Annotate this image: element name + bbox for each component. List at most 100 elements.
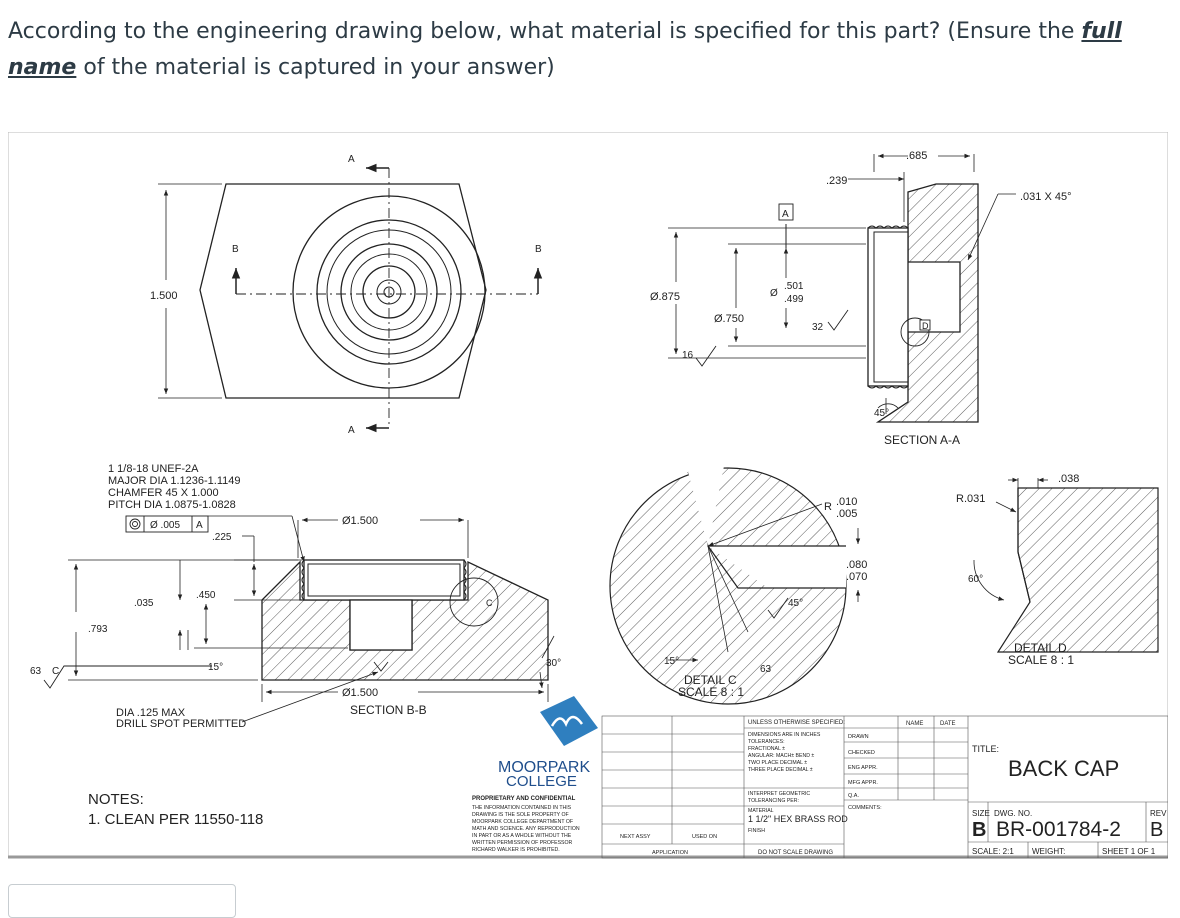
svg-text:1 1/8-18 UNEF-2A: 1 1/8-18 UNEF-2A xyxy=(108,463,199,475)
svg-text:TOLERANCING PER:: TOLERANCING PER: xyxy=(748,798,799,804)
finish-32: 32 xyxy=(812,322,824,333)
name-header: NAME xyxy=(906,721,923,727)
dim-239: .239 xyxy=(826,175,847,187)
dia-875: Ø.875 xyxy=(650,291,680,303)
finish-63-bb: 63 xyxy=(30,666,42,677)
question-suffix: of the material is captured in your answ… xyxy=(76,55,555,80)
svg-text:WRITTEN PERMISSION OF PROFESSO: WRITTEN PERMISSION OF PROFESSOR xyxy=(472,840,573,846)
answer-input[interactable] xyxy=(8,884,236,918)
section-b-label-right: B xyxy=(535,244,542,255)
title-block-grid xyxy=(601,715,1168,859)
drill-note-1: DIA .125 MAX xyxy=(116,707,186,719)
dim-685: .685 xyxy=(906,150,927,162)
section-a-label-bottom: A xyxy=(348,425,355,436)
svg-text:CHAMFER 45 X 1.000: CHAMFER 45 X 1.000 xyxy=(108,487,219,499)
fcf-tolerance: Ø .005 xyxy=(150,520,180,531)
proprietary-text: THE INFORMATION CONTAINED IN THIS DRAWIN… xyxy=(472,805,580,853)
moorpark-logo: MOORPARK COLLEGE xyxy=(498,696,598,790)
section-bb-label: SECTION B-B xyxy=(350,703,427,717)
question-text: According to the engineering drawing bel… xyxy=(8,14,1168,86)
proprietary-title: PROPRIETARY AND CONFIDENTIAL xyxy=(472,796,576,802)
size-label: SIZE xyxy=(972,809,990,818)
detail-c-radius-r: R xyxy=(824,501,832,513)
logo-line-2: COLLEGE xyxy=(506,773,577,790)
thread-note: 1 1/8-18 UNEF-2A MAJOR DIA 1.1236-1.1149… xyxy=(108,463,240,511)
dim-225: .225 xyxy=(212,532,232,543)
section-bb-view xyxy=(43,515,555,723)
detail-c-scale: SCALE 8 : 1 xyxy=(678,685,744,699)
scale-value: SCALE: 2:1 xyxy=(972,847,1014,856)
detail-c-angle-15: 15° xyxy=(664,656,679,667)
used-on: USED ON xyxy=(692,834,717,840)
dia-501: .501 xyxy=(784,281,804,292)
svg-text:MATH AND SCIENCE. ANY REPRODUC: MATH AND SCIENCE. ANY REPRODUCTION xyxy=(472,826,580,832)
datum-a: A xyxy=(782,209,789,220)
detail-d-angle-60: 60° xyxy=(968,574,983,585)
section-a-label-top: A xyxy=(348,154,355,165)
notes-item-1: 1. CLEAN PER 11550-118 xyxy=(88,811,263,828)
dwg-value: BR-001784-2 xyxy=(996,818,1121,841)
detail-d-radius: R.031 xyxy=(956,493,985,505)
material-value: 1 1/2" HEX BRASS ROD xyxy=(748,814,848,824)
question-emphasis: full name xyxy=(8,19,1122,80)
svg-text:MAJOR DIA 1.1236-1.1149: MAJOR DIA 1.1236-1.1149 xyxy=(108,475,240,487)
section-aa-label: SECTION A-A xyxy=(884,433,960,447)
dim-035: .035 xyxy=(134,598,154,609)
material-label: MATERIAL xyxy=(748,808,774,814)
svg-text:PITCH DIA 1.0875-1.0828: PITCH DIA 1.0875-1.0828 xyxy=(108,499,236,511)
svg-text:CHECKED: CHECKED xyxy=(848,750,875,756)
finish-63-note: C xyxy=(52,666,59,677)
date-header: DATE xyxy=(940,721,956,727)
sheet-value: SHEET 1 OF 1 xyxy=(1102,847,1156,856)
detail-c-angle-45: 45° xyxy=(788,598,803,609)
title-label: TITLE: xyxy=(972,744,999,754)
svg-text:IN PART OR AS A WHOLE WITHOUT: IN PART OR AS A WHOLE WITHOUT THE xyxy=(472,833,572,839)
detail-c-callout: C xyxy=(486,598,493,608)
detail-d-label: DETAIL D xyxy=(1014,641,1067,655)
chamfer-note: .031 X 45° xyxy=(1020,191,1072,203)
top-view xyxy=(158,163,543,433)
svg-text:ANGULAR: MACH± BEND ±: ANGULAR: MACH± BEND ± xyxy=(748,753,814,759)
dia-symbol-501: Ø xyxy=(770,288,778,299)
svg-text:Q.A.: Q.A. xyxy=(848,793,859,799)
section-aa-view xyxy=(668,153,1016,423)
unless-specified: UNLESS OTHERWISE SPECIFIED: xyxy=(748,720,845,726)
svg-text:TOLERANCES:: TOLERANCES: xyxy=(748,739,785,745)
svg-text:FRACTIONAL ±: FRACTIONAL ± xyxy=(748,746,785,752)
detail-c-d2: .070 xyxy=(846,571,867,583)
section-b-label-left: B xyxy=(232,244,239,255)
svg-text:DIMENSIONS ARE IN INCHES: DIMENSIONS ARE IN INCHES xyxy=(748,732,821,738)
detail-d-dim-038: .038 xyxy=(1058,473,1079,485)
detail-c-view xyxy=(609,464,861,705)
fcf-datum: A xyxy=(196,520,203,531)
top-height-dim: 1.500 xyxy=(150,290,178,302)
size-value: B xyxy=(972,819,986,841)
application: APPLICATION xyxy=(652,850,688,856)
svg-text:THE INFORMATION CONTAINED IN T: THE INFORMATION CONTAINED IN THIS xyxy=(472,805,572,811)
drill-note-2: DRILL SPOT PERMITTED xyxy=(116,718,246,730)
finish-label: FINISH xyxy=(748,828,765,834)
angle-45-aa: 45° xyxy=(874,408,889,419)
dia-1500-top: Ø1.500 xyxy=(342,515,378,527)
detail-c-r2: .005 xyxy=(836,508,857,520)
next-assy: NEXT ASSY xyxy=(620,834,651,840)
detail-c-label: DETAIL C xyxy=(684,673,737,687)
angle-30-bb: 30° xyxy=(546,658,561,669)
dia-1500-bottom: Ø1.500 xyxy=(342,687,378,699)
svg-text:ENG APPR.: ENG APPR. xyxy=(848,765,878,771)
do-not-scale: DO NOT SCALE DRAWING xyxy=(758,850,833,856)
logo-line-1: MOORPARK xyxy=(498,759,590,776)
dwg-label: DWG. NO. xyxy=(994,809,1032,818)
title-block-text: NEXT ASSY USED ON APPLICATION UNLESS OTH… xyxy=(620,720,1167,856)
detail-c-r1: .010 xyxy=(836,496,857,508)
detail-d-view xyxy=(973,477,1159,653)
svg-text:RICHARD WALKER IS PROHIBITED.: RICHARD WALKER IS PROHIBITED. xyxy=(472,847,560,853)
svg-text:MFG APPR.: MFG APPR. xyxy=(848,780,878,786)
detail-d-scale: SCALE 8 : 1 xyxy=(1008,653,1074,667)
detail-c-d1: .080 xyxy=(846,559,867,571)
detail-c-finish-63: 63 xyxy=(760,664,772,675)
rev-value: B xyxy=(1150,819,1163,841)
engineering-drawing: 1.500 A A B B .685 .239 xyxy=(8,132,1168,859)
notes-title: NOTES: xyxy=(88,791,144,808)
angle-15-bb: 15° xyxy=(208,662,223,673)
